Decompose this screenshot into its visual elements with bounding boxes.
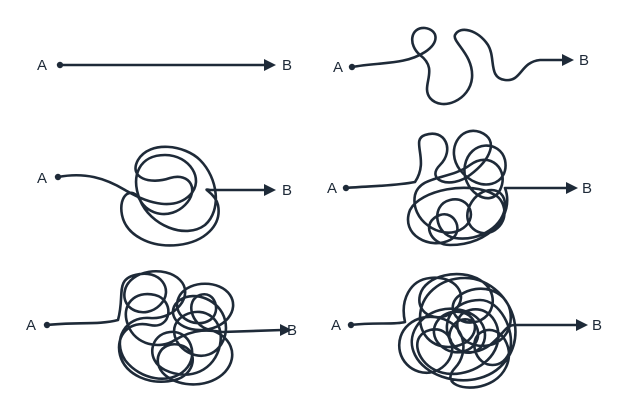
arrow-head <box>562 54 574 66</box>
panel-tangled-heavy: A B <box>26 270 297 386</box>
end-label: B <box>282 57 292 74</box>
path-line <box>45 270 284 386</box>
path-line <box>350 26 568 106</box>
panel-tangled-medium: A B <box>327 129 592 247</box>
end-label: B <box>287 322 297 339</box>
start-label: A <box>333 59 343 76</box>
path-line <box>349 272 580 389</box>
end-label: B <box>582 180 592 197</box>
arrow-head <box>566 182 578 194</box>
panel-tangled-extreme: A B <box>331 272 602 389</box>
arrow-head <box>280 324 292 336</box>
path-line <box>344 129 570 247</box>
end-label: B <box>579 52 589 69</box>
start-label: A <box>37 57 47 74</box>
path-line <box>56 145 270 247</box>
panel-tangled-light: A B <box>37 145 292 247</box>
start-label: A <box>26 317 36 334</box>
panel-straight: A B <box>37 57 292 74</box>
arrow-head <box>264 59 276 71</box>
start-label: A <box>37 170 47 187</box>
end-label: B <box>282 182 292 199</box>
end-label: B <box>592 317 602 334</box>
start-label: A <box>331 317 341 334</box>
start-label: A <box>327 180 337 197</box>
arrow-head <box>264 184 276 196</box>
arrow-head <box>576 319 588 331</box>
panel-few-loops: A B <box>333 26 589 106</box>
